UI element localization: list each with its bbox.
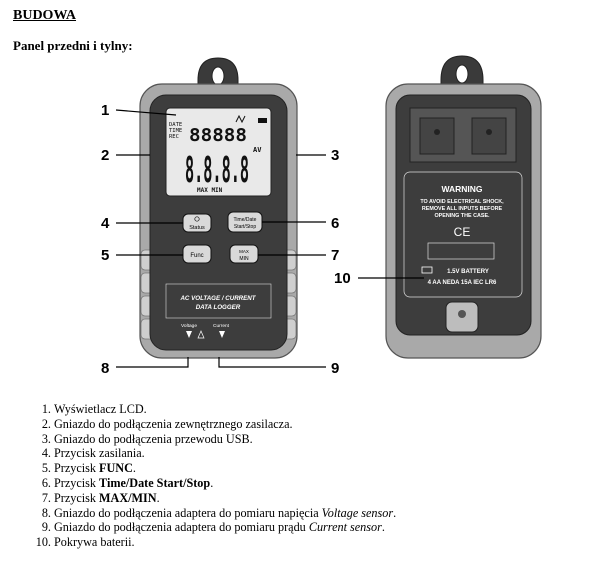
parts-list-item: Przycisk zasilania. bbox=[54, 446, 396, 461]
max-min-button: MAX MIN bbox=[229, 244, 259, 264]
status-button: Status bbox=[182, 213, 212, 233]
svg-text:MAX: MAX bbox=[239, 249, 249, 254]
page-title: BUDOWA bbox=[13, 8, 77, 23]
parts-list: Wyświetlacz LCD.Gniazdo do podłączenia z… bbox=[30, 402, 396, 550]
parts-list-item-text: Gniazdo do podłączenia adaptera do pomia… bbox=[54, 505, 322, 520]
lcd-rec-label: REC bbox=[169, 134, 179, 140]
back-panel: WARNING TO AVOID ELECTRICAL SHOCK, REMOV… bbox=[385, 55, 542, 359]
parts-list-item: Gniazdo do podłączenia zewnętrznego zasi… bbox=[54, 417, 396, 432]
lcd-maxmin-label: MAX MIN bbox=[197, 187, 223, 194]
parts-list-item: Przycisk MAX/MIN. bbox=[54, 491, 396, 506]
callout-10: 10 bbox=[334, 270, 351, 287]
section-subtitle: Panel przedni i tylny: bbox=[13, 38, 133, 53]
parts-list-item-text: . bbox=[381, 520, 385, 535]
callout-9: 9 bbox=[331, 360, 339, 377]
callout-5: 5 bbox=[101, 247, 109, 264]
parts-list-item-text: FUNC bbox=[99, 461, 133, 476]
lcd-time-label: TIME bbox=[169, 128, 182, 134]
parts-list-item-text: . bbox=[156, 490, 160, 505]
callout-lines bbox=[115, 109, 424, 368]
ce-mark: CE bbox=[454, 225, 471, 239]
callout-4: 4 bbox=[101, 215, 110, 232]
current-label: Current bbox=[213, 323, 230, 329]
callout-6: 6 bbox=[331, 215, 339, 232]
device-label-line2: DATA LOGGER bbox=[196, 304, 241, 311]
parts-list-item: Pokrywa baterii. bbox=[54, 535, 396, 550]
svg-text:REMOVE ALL INPUTS BEFORE: REMOVE ALL INPUTS BEFORE bbox=[422, 206, 503, 212]
parts-list-item-text: Gniazdo do podłączenia zewnętrznego zasi… bbox=[54, 416, 293, 431]
func-button: Func bbox=[182, 244, 212, 264]
warning-triangle-icon bbox=[197, 330, 205, 339]
voltage-jack-icon bbox=[186, 331, 192, 338]
parts-list-item: Gniazdo do podłączenia adaptera do pomia… bbox=[54, 520, 396, 535]
warning-title: WARNING bbox=[441, 184, 482, 194]
battery-low-icon bbox=[258, 118, 267, 123]
callout-2: 2 bbox=[101, 147, 109, 164]
parts-list-item-text: Gniazdo do podłączenia adaptera do pomia… bbox=[54, 520, 309, 535]
time-date-start-stop-button: Time/Date Start/Stop bbox=[227, 211, 263, 233]
parts-list-item-text: Pokrywa baterii. bbox=[54, 535, 135, 550]
svg-text:TO AVOID ELECTRICAL SHOCK,: TO AVOID ELECTRICAL SHOCK, bbox=[420, 199, 504, 205]
parts-list-item-text: Voltage sensor bbox=[321, 505, 394, 520]
battery-icon bbox=[421, 266, 433, 274]
parts-list-item-text: Przycisk zasilania. bbox=[54, 446, 145, 461]
callout-1: 1 bbox=[101, 102, 109, 119]
svg-text:4 AA NEDA 15A IEC LR6: 4 AA NEDA 15A IEC LR6 bbox=[428, 280, 497, 286]
svg-text:Time/Date: Time/Date bbox=[234, 217, 257, 223]
svg-text:MIN: MIN bbox=[239, 256, 249, 262]
parts-list-item-text: Wyświetlacz LCD. bbox=[54, 402, 147, 416]
parts-list-item: Przycisk FUNC. bbox=[54, 461, 396, 476]
svg-text:OPENING THE CASE.: OPENING THE CASE. bbox=[434, 213, 490, 219]
parts-list-item-text: Przycisk bbox=[54, 490, 100, 505]
parts-list-item: Wyświetlacz LCD. bbox=[54, 402, 396, 417]
battery-cover bbox=[403, 171, 523, 298]
callout-8: 8 bbox=[101, 360, 109, 377]
device-label-line1: AC VOLTAGE / CURRENT bbox=[179, 295, 256, 302]
parts-list-item-text: Przycisk bbox=[54, 475, 100, 490]
current-jack-icon bbox=[219, 331, 225, 338]
front-panel: DATE TIME REC 88888 8.8.8.8 AV MAX MIN S… bbox=[139, 57, 298, 359]
lcd-date-label: DATE bbox=[169, 122, 182, 128]
callout-3: 3 bbox=[331, 147, 339, 164]
lcd-av-label: AV bbox=[253, 146, 262, 154]
lcd-main-digits: 8.8.8.8 bbox=[185, 150, 249, 191]
parts-list-item-text: Current sensor bbox=[308, 520, 382, 535]
parts-list-item-text: Przycisk bbox=[54, 461, 100, 476]
ac-wave-icon bbox=[235, 114, 246, 124]
svg-text:Func: Func bbox=[190, 253, 203, 259]
svg-text:1.5V BATTERY: 1.5V BATTERY bbox=[447, 269, 489, 275]
parts-list-item-text: . bbox=[132, 461, 136, 476]
svg-text:Status: Status bbox=[189, 225, 205, 231]
parts-list-item-text: . bbox=[393, 505, 397, 520]
callout-7: 7 bbox=[331, 247, 339, 264]
parts-list-item-text: Gniazdo do podłączenia przewodu USB. bbox=[54, 431, 253, 446]
device-illustration: DATE TIME REC 88888 8.8.8.8 AV MAX MIN S… bbox=[101, 55, 542, 377]
parts-list-item-text: MAX/MIN bbox=[99, 490, 157, 505]
parts-list-item: Gniazdo do podłączenia adaptera do pomia… bbox=[54, 506, 396, 521]
lcd-top-digits: 88888 bbox=[189, 125, 247, 146]
parts-list-item: Gniazdo do podłączenia przewodu USB. bbox=[54, 432, 396, 447]
voltage-label: Voltage bbox=[181, 323, 197, 329]
svg-text:Start/Stop: Start/Stop bbox=[234, 224, 256, 230]
parts-list-item-text: . bbox=[210, 475, 214, 490]
parts-list-item: Przycisk Time/Date Start/Stop. bbox=[54, 476, 396, 491]
parts-list-item-text: Time/Date Start/Stop bbox=[99, 475, 211, 490]
